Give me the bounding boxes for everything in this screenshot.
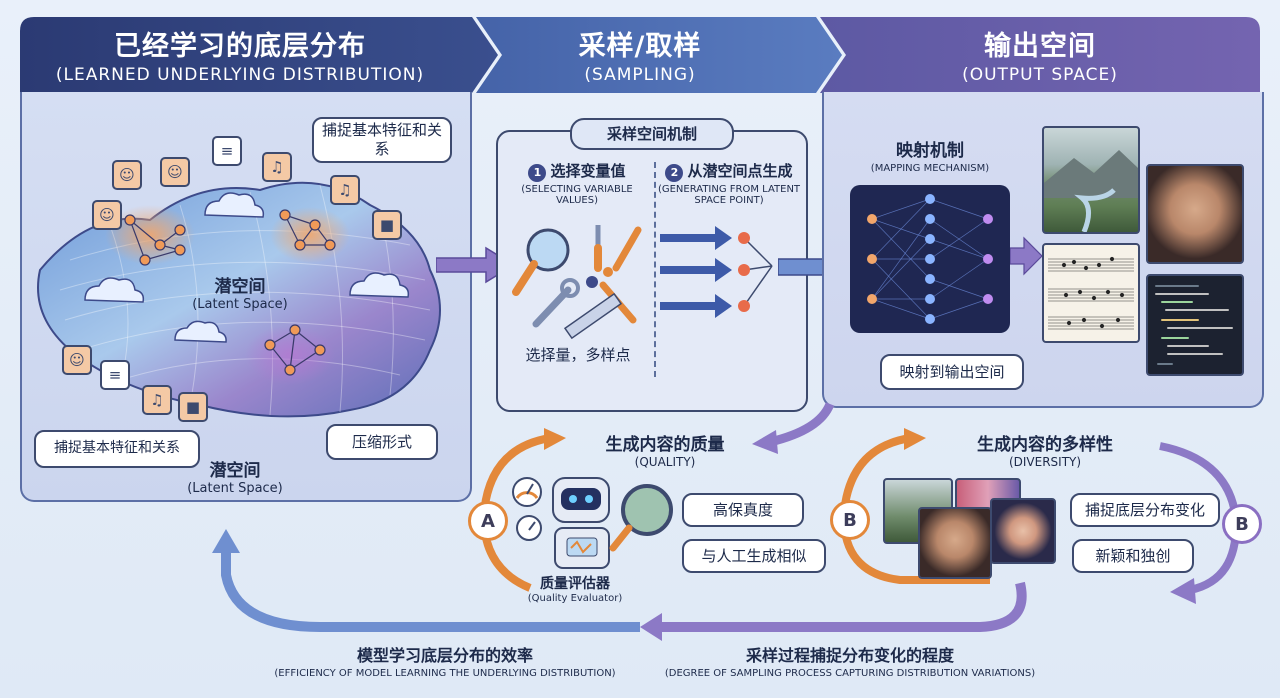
- bubble-map-to-output: 映射到输出空间: [880, 354, 1024, 390]
- bubble-novel-original: 新颖和独创: [1072, 539, 1194, 573]
- document-icon: ≡: [100, 360, 130, 390]
- quality-evaluator-en: (Quality Evaluator): [527, 593, 623, 604]
- step-1-subtitle: (SELECTING VARIABLE VALUES): [521, 184, 633, 206]
- quality-title: 生成内容的质量 (QUALITY): [570, 430, 760, 469]
- sampling-tools: [512, 225, 642, 340]
- quality-marker-a: A: [468, 501, 508, 541]
- music-note-icon: ♫: [142, 385, 172, 415]
- node-cluster: [124, 209, 336, 376]
- bubble-features-top: 捕捉基本特征和关系: [312, 117, 452, 163]
- sample-point: [603, 267, 613, 277]
- bubble-human-like: 与人工生成相似: [682, 539, 826, 573]
- music-note-icon: ♫: [330, 175, 360, 205]
- face-icon: ☺: [160, 157, 190, 187]
- quality-evaluator-label: 质量评估器 (Quality Evaluator): [510, 573, 640, 604]
- code-image: [1146, 274, 1244, 376]
- robot-icon: [512, 477, 673, 569]
- latent-label: 潜空间 (Latent Space): [180, 272, 300, 312]
- header-middle: 采样/取样 (SAMPLING): [480, 24, 800, 85]
- diversity-image-portrait: [918, 507, 992, 579]
- header-right-title: 输出空间: [984, 31, 1096, 62]
- bottom-left-en: (EFFICIENCY OF MODEL LEARNING THE UNDERL…: [274, 668, 616, 679]
- header-middle-title: 采样/取样: [578, 31, 702, 62]
- arrow-network-to-outputs: [1010, 236, 1043, 276]
- latent-label-cn: 潜空间: [214, 277, 266, 297]
- header-right: 输出空间 (OUTPUT SPACE): [830, 24, 1250, 85]
- header-left: 已经学习的底层分布 (LEARNED UNDERLYING DISTRIBUTI…: [20, 24, 460, 85]
- bottom-feedback-arrows: [212, 529, 1027, 641]
- mapping-title-en: (MAPPING MECHANISM): [870, 163, 990, 174]
- header-right-subtitle: (OUTPUT SPACE): [962, 65, 1118, 85]
- bubble-capture-variation: 捕捉底层分布变化: [1070, 493, 1220, 527]
- bubble-high-fidelity: 高保真度: [682, 493, 804, 527]
- mapping-title-cn: 映射机制: [896, 141, 964, 161]
- latent-bottom-label-en: (Latent Space): [187, 481, 283, 496]
- bottom-left-cn: 模型学习底层分布的效率: [356, 646, 533, 665]
- face-icon: ☺: [62, 345, 92, 375]
- quality-evaluator-cn: 质量评估器: [540, 576, 610, 592]
- diversity-title: 生成内容的多样性 (DIVERSITY): [945, 430, 1145, 469]
- latent-bottom-label-cn: 潜空间: [209, 461, 261, 481]
- diversity-marker-left: B: [830, 500, 870, 540]
- latent-surface: [37, 181, 441, 418]
- diversity-marker-right: B: [1222, 504, 1262, 544]
- sheet-music-image: [1042, 243, 1140, 343]
- wrench-icon: [532, 278, 580, 328]
- latent-label-en: (Latent Space): [192, 297, 288, 312]
- generation-arrows: [660, 226, 773, 318]
- face-icon: ☺: [112, 160, 142, 190]
- step-divider: [654, 162, 656, 377]
- cloud-icon: [84, 192, 410, 343]
- diversity-title-en: (DIVERSITY): [1008, 455, 1082, 469]
- arrow-output-to-quality: [752, 402, 835, 454]
- bottom-left-label: 模型学习底层分布的效率 (EFFICIENCY OF MODEL LEARNIN…: [240, 642, 650, 679]
- step-1-title: 选择变量值: [550, 162, 626, 180]
- sampling-caption: 选择量，多样点: [525, 346, 631, 364]
- bubble-compression: 压缩形式: [326, 424, 438, 460]
- ruler-icon: [563, 292, 623, 340]
- portrait-image: [1146, 164, 1244, 264]
- quality-title-cn: 生成内容的质量: [605, 435, 725, 455]
- cube-icon: ■: [372, 210, 402, 240]
- header-left-subtitle: (LEARNED UNDERLYING DISTRIBUTION): [55, 65, 425, 85]
- landscape-image: [1042, 126, 1140, 234]
- music-note-icon: ♫: [262, 152, 292, 182]
- bottom-right-cn: 采样过程捕捉分布变化的程度: [745, 646, 954, 665]
- bottom-right-en: (DEGREE OF SAMPLING PROCESS CAPTURING DI…: [664, 668, 1036, 679]
- neural-network-icon: [850, 185, 1010, 333]
- quality-title-en: (QUALITY): [634, 455, 696, 469]
- latent-bottom-label: 潜空间 (Latent Space): [175, 456, 295, 496]
- sampling-box-title: 采样空间机制: [570, 118, 734, 150]
- step-2-subtitle: (GENERATING FROM LATENT SPACE POINT): [657, 184, 801, 206]
- gauge-icon: [512, 477, 542, 507]
- mapping-title: 映射机制 (MAPPING MECHANISM): [850, 136, 1010, 174]
- gauge-icon: [516, 515, 542, 541]
- header-banner: [20, 17, 1260, 93]
- bubble-features-left: 捕捉基本特征和关系: [34, 430, 200, 468]
- diversity-image-cartoon: [990, 498, 1056, 564]
- cube-icon: ■: [178, 392, 208, 422]
- header-middle-subtitle: (SAMPLING): [584, 65, 696, 85]
- sample-point: [586, 276, 598, 288]
- face-icon: ☺: [92, 200, 122, 230]
- diversity-title-cn: 生成内容的多样性: [977, 435, 1113, 455]
- header-left-title: 已经学习的底层分布: [114, 31, 366, 62]
- bottom-right-label: 采样过程捕捉分布变化的程度 (DEGREE OF SAMPLING PROCES…: [650, 642, 1050, 679]
- magnifier-icon: [512, 228, 570, 296]
- step-1-number: 1: [528, 164, 547, 182]
- document-icon: ≡: [212, 136, 242, 166]
- step-2-title: 从潜空间点生成: [687, 162, 793, 180]
- step-2-number: 2: [665, 164, 684, 182]
